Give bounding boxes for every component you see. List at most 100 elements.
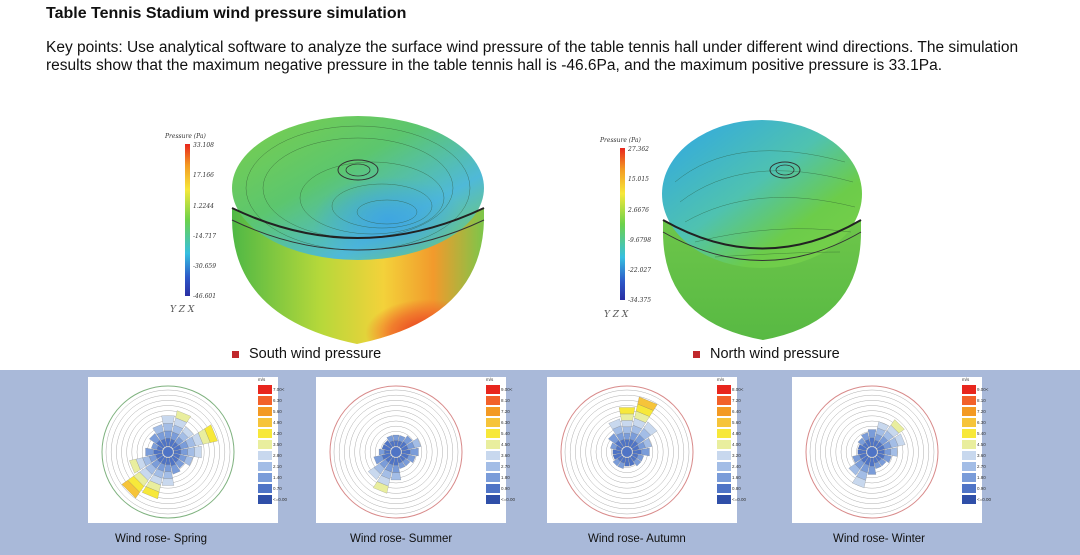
rose-ring	[126, 410, 210, 494]
scale-label: 6.40	[732, 409, 741, 414]
scale-label: 3.60	[977, 453, 986, 458]
rose-petal-segment	[392, 434, 400, 441]
scale-label: 0.70	[273, 486, 282, 491]
legend-title: Pressure (Pa)	[600, 137, 641, 144]
rose-petal-segment	[624, 457, 630, 467]
rose-petal-segment	[890, 447, 898, 457]
legend-tick: 1.2244	[193, 203, 214, 210]
rose-petal-segment	[612, 453, 623, 460]
rose-petal-segment	[182, 426, 194, 438]
legend-tick: -30.659	[193, 263, 217, 270]
scale-color-cell	[258, 385, 272, 394]
rose-petal-segment	[617, 461, 625, 469]
rose-ring	[344, 400, 448, 504]
legend-tick: 27.362	[628, 146, 649, 153]
wind-rose-chart	[805, 385, 939, 519]
north-wind-caption: North wind pressure	[693, 346, 840, 362]
rose-ring	[569, 394, 685, 510]
scale-color-cell	[962, 495, 976, 504]
scale-label: 5.40	[977, 431, 986, 436]
rose-petal-segment	[861, 432, 870, 442]
scale-label: 0.90	[501, 486, 510, 491]
scale-label: 6.30	[273, 398, 282, 403]
scale-label: 6.30	[977, 420, 986, 425]
rose-petal-segment	[633, 458, 642, 467]
scale-color-cell	[962, 429, 976, 438]
rose-petal-segment	[643, 421, 658, 436]
scale-color-cell	[486, 407, 500, 416]
scale-color-cell	[258, 429, 272, 438]
rose-petal-segment	[608, 418, 622, 430]
rose-ring	[564, 389, 690, 515]
rose-petal-segment	[378, 448, 385, 456]
rose-petal-segment	[622, 426, 632, 434]
rose-outer-ring	[329, 385, 463, 519]
rose-center	[163, 447, 173, 457]
south-wind-pressure-model	[231, 116, 485, 344]
scale-color-cell	[258, 396, 272, 405]
scale-color-cell	[717, 462, 731, 471]
rose-ring	[820, 400, 924, 504]
legend-tick: 15.015	[628, 176, 649, 183]
rose-ring	[105, 389, 231, 515]
rose-petal-segment	[121, 480, 140, 499]
rose-petal-segment	[620, 413, 634, 421]
rose-petal-segment	[857, 444, 868, 451]
legend-tick: 33.108	[193, 142, 214, 149]
rose-petal-segment	[142, 486, 160, 499]
rose-center	[622, 447, 632, 457]
scale-color-cell	[258, 440, 272, 449]
rose-petal-segment	[867, 466, 877, 475]
scale-label: 1.60	[732, 475, 741, 480]
rose-ring	[162, 446, 174, 458]
rose-petal-segment	[373, 455, 384, 465]
scale-label: 0.90	[977, 486, 986, 491]
north-wind-pressure-model	[662, 120, 862, 340]
scale-color-cell	[962, 385, 976, 394]
scale-color-cell	[486, 418, 500, 427]
scale-color-cell	[962, 396, 976, 405]
scale-color-cell	[486, 385, 500, 394]
scale-label: 4.20	[273, 431, 282, 436]
rose-petal-segment	[180, 448, 188, 456]
rose-petal-segment	[637, 396, 658, 411]
rose-petal-segment	[390, 472, 402, 481]
axes-triad-north: Y Z X	[604, 310, 629, 320]
scale-color-cell	[962, 462, 976, 471]
rose-ring	[575, 400, 679, 504]
scale-color-cell	[486, 440, 500, 449]
caption-text: South wind pressure	[249, 346, 382, 362]
scale-label: <=0.00	[501, 497, 516, 502]
rose-petal-segment	[636, 454, 644, 462]
scale-color-cell	[486, 484, 500, 493]
rose-petal-segment	[641, 447, 650, 457]
rose-petal-segment	[623, 433, 631, 440]
scale-label: 2.70	[977, 464, 986, 469]
scale-label: 3.60	[501, 453, 510, 458]
scale-color-cell	[717, 440, 731, 449]
rose-petal-segment	[402, 458, 411, 467]
legend-tick: -34.375	[628, 297, 652, 304]
scale-label: 4.90	[273, 420, 282, 425]
rose-petal-segment	[161, 478, 175, 486]
scale-color-cell	[962, 473, 976, 482]
legend-tick: -22.027	[628, 267, 652, 274]
pressure-color-bar	[620, 148, 625, 300]
scale-color-cell	[486, 429, 500, 438]
rose-ring	[333, 389, 459, 515]
south-wind-caption: South wind pressure	[232, 346, 381, 362]
scale-color-cell	[258, 418, 272, 427]
scale-color-cell	[962, 418, 976, 427]
rose-petal-segment	[628, 456, 635, 467]
scale-color-cell	[717, 429, 731, 438]
wind-rose-label-winter: Wind rose- Winter	[833, 533, 926, 545]
legend-tick: 17.166	[193, 172, 214, 179]
rose-petal-segment	[612, 458, 621, 467]
rose-petal-segment	[163, 471, 173, 479]
rose-petal-segment	[852, 476, 866, 489]
rose-petal-segment	[867, 429, 877, 438]
